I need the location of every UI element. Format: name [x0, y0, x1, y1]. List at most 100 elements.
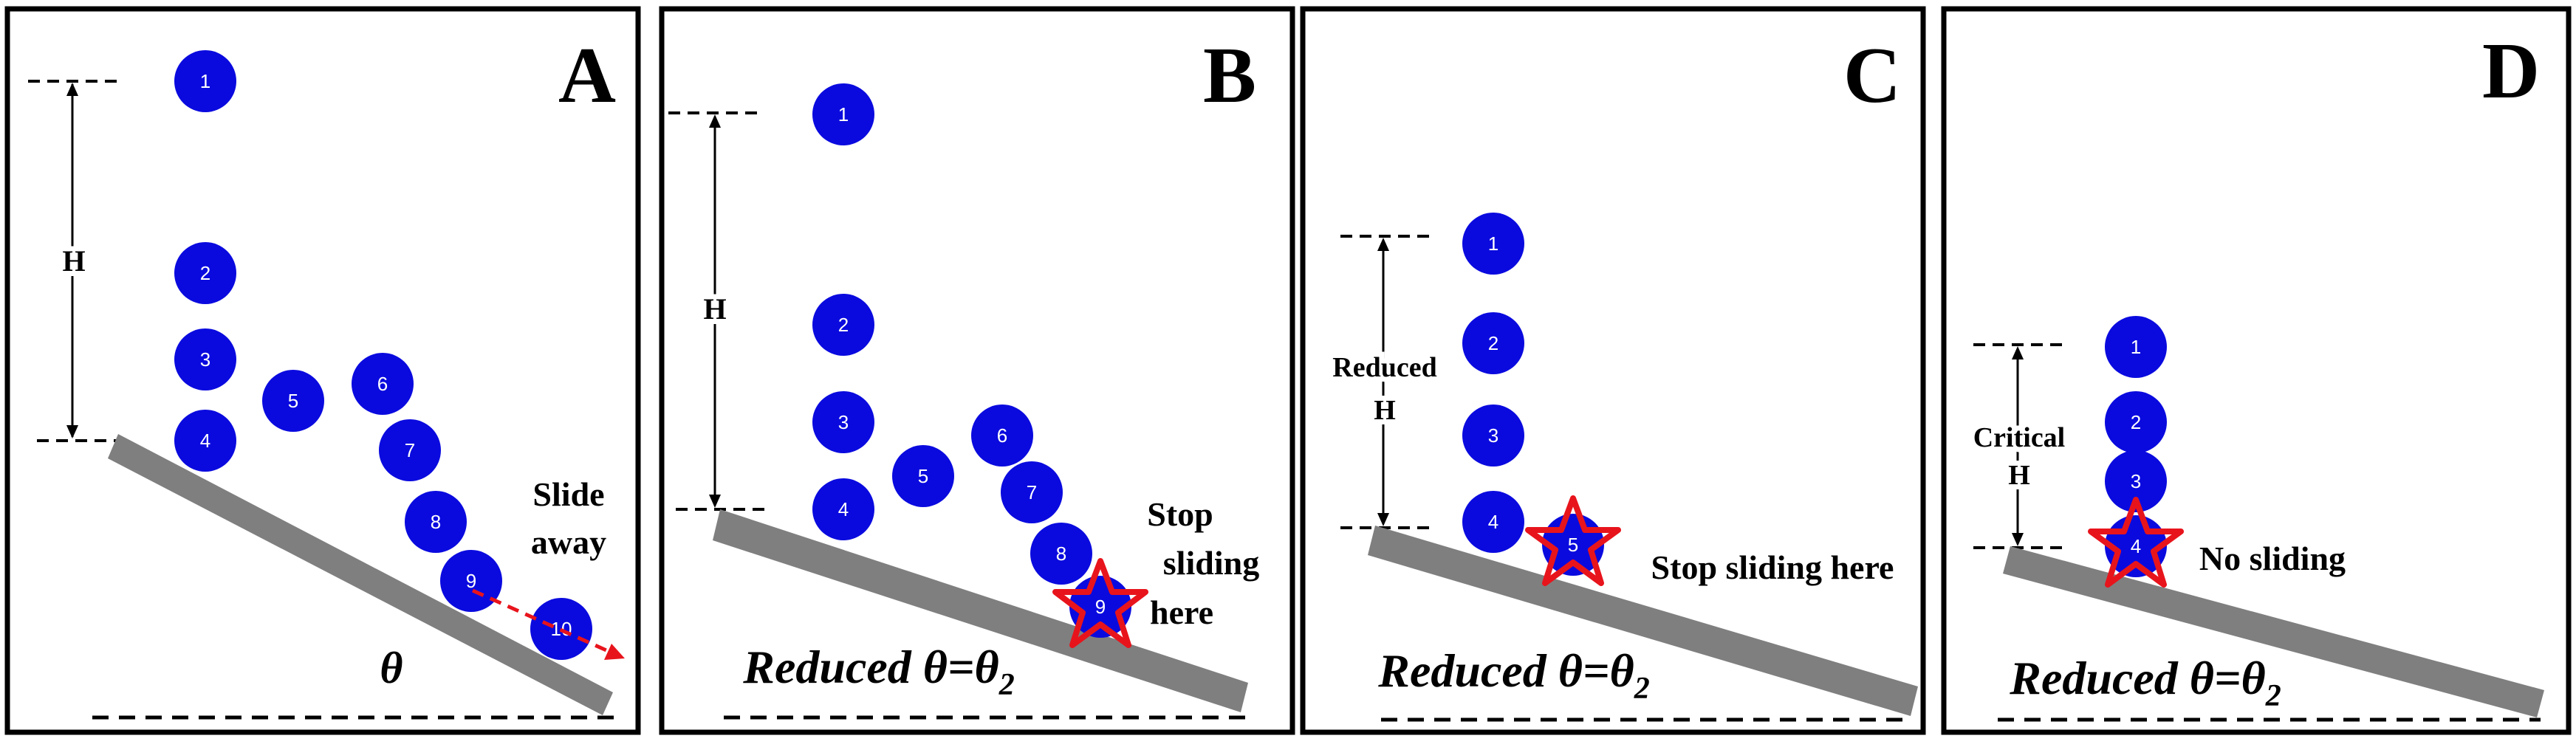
panel-c-height-label-line: Reduced	[1332, 352, 1436, 383]
panel-b-ball-label: 3	[838, 411, 849, 433]
panel-c-ball-label: 3	[1488, 424, 1498, 447]
panel-b-ball: 2	[812, 294, 874, 356]
panel-a-ball-label: 3	[200, 348, 210, 371]
panel-a-ball: 5	[262, 370, 324, 432]
panel-a-ball: 8	[405, 491, 467, 553]
panel-d-ball-label: 3	[2131, 470, 2141, 492]
panel-c-ball: 3	[1462, 405, 1524, 467]
panel-c-letter: C	[1843, 32, 1901, 120]
panel-a-ball-label: 5	[288, 390, 298, 412]
panel-c-angle-subscript: 2	[1634, 672, 1650, 706]
panel-c-frame	[1300, 6, 1926, 735]
panel-a-inclined-plane	[108, 434, 613, 715]
panel-b-inclined-plane	[713, 509, 1248, 712]
panel-a-angle-label: θ	[380, 644, 402, 692]
panel-b-ball-label: 9	[1095, 596, 1106, 618]
panel-a-height-arrow-head-bottom	[66, 425, 78, 438]
panel-d-no-slide-star	[2088, 497, 2184, 588]
panel-c-ball-label: 2	[1488, 332, 1498, 354]
panel-c-height-arrow-head-bottom	[1377, 513, 1389, 526]
panel-c-ball: 4	[1462, 491, 1524, 553]
panel-d-height-label-line: H	[2008, 460, 2030, 491]
panel-a-ball: 2	[174, 242, 236, 304]
panel-a-note-line: away	[531, 523, 606, 561]
panel-c-inclined-plane	[1368, 526, 1918, 716]
panel-c-ball-label: 5	[1568, 534, 1578, 556]
panel-b-ball: 3	[812, 391, 874, 453]
panel-b-note-line: Stop	[1147, 495, 1213, 533]
panel-a-slide-arrow	[471, 588, 614, 655]
panel-d-ball: 3	[2105, 450, 2167, 512]
panel-b-note-line: sliding	[1163, 544, 1259, 582]
panel-a-frame	[4, 6, 641, 735]
panel-d-ball-label: 1	[2131, 336, 2141, 358]
panel-a-ball-label: 2	[200, 262, 210, 284]
panel-a-ball: 9	[440, 550, 502, 612]
panel-c-ball-label: 4	[1488, 511, 1498, 533]
panel-c-stop-star	[1525, 495, 1621, 586]
panel-c-ball: 2	[1462, 312, 1524, 374]
panel-b-ball-label: 1	[838, 103, 849, 125]
panel-d-letter: D	[2482, 27, 2540, 115]
panel-b-ball-label: 6	[997, 424, 1007, 447]
panel-d-height-arrow-head-top	[2012, 346, 2024, 359]
panel-d-ball: 2	[2105, 391, 2167, 453]
panel-b-angle-text: Reduced θ=θ	[742, 641, 998, 693]
panel-a-height-label: H	[62, 244, 85, 278]
panel-b-ball: 7	[1001, 461, 1063, 523]
panel-d: D Critical H 1 2 3 4 No sliding Reduced …	[1941, 6, 2572, 735]
panel-a-ball-label: 6	[377, 373, 388, 395]
panel-d-angle-label: Reduced θ=θ2	[2009, 652, 2281, 713]
panel-d-angle-subscript: 2	[2265, 679, 2281, 713]
panel-b-height-arrow-head-bottom	[709, 495, 721, 508]
panel-d-ball: 1	[2105, 316, 2167, 378]
panel-b-ball-label: 4	[838, 498, 849, 520]
panel-b-note-line: here	[1150, 593, 1213, 631]
panel-b-height-label: H	[703, 292, 726, 326]
panel-d-frame	[1941, 6, 2572, 735]
panel-a-height-arrow-head-top	[66, 83, 78, 96]
panel-b-ball-label: 5	[918, 465, 928, 487]
panel-a-ball: 1	[174, 50, 236, 112]
panel-c-angle-label: Reduced θ=θ2	[1377, 644, 1649, 706]
panel-b-ball: 4	[812, 478, 874, 540]
panel-a-slide-arrow-head	[604, 644, 625, 660]
panel-b: B H 1 2 3 4 5 6 7 8 9 Stop sliding here …	[659, 6, 1295, 735]
panel-d-ball-label: 2	[2131, 411, 2141, 433]
panel-c-ball: 1	[1462, 213, 1524, 275]
panel-a-ball-label: 7	[405, 439, 415, 461]
panel-b-ball-label: 7	[1027, 481, 1037, 503]
panel-d-height-label-line: Critical	[1973, 422, 2066, 453]
panel-c-note-line: Stop sliding here	[1651, 548, 1894, 586]
panel-a-ball-label: 1	[200, 70, 210, 92]
panel-b-ball: 5	[892, 445, 954, 507]
panel-d-note-line: No sliding	[2199, 540, 2346, 577]
panel-a-ball: 6	[352, 353, 414, 415]
panel-b-ball: 6	[971, 405, 1033, 467]
panel-a-ball: 3	[174, 328, 236, 390]
panel-c-height-label-line: H	[1374, 395, 1396, 426]
panel-a-ball: 7	[379, 419, 441, 481]
panel-a-ball-label: 4	[200, 430, 210, 452]
panel-b-ball-label: 8	[1056, 543, 1066, 565]
panel-a-ball-label: 9	[466, 570, 476, 592]
panel-b-ball: 8	[1030, 523, 1092, 585]
panel-c-ball-label: 1	[1488, 233, 1498, 255]
panel-c-angle-text: Reduced θ=θ	[1377, 644, 1634, 697]
panel-a-letter: A	[558, 32, 616, 120]
panel-d-ball-label: 4	[2131, 535, 2141, 557]
panel-b-angle-label: Reduced θ=θ2	[742, 641, 1014, 702]
panel-c-height-arrow-head-top	[1377, 238, 1389, 251]
panel-b-height-arrow-head-top	[709, 114, 721, 128]
panel-b-stop-star	[1052, 558, 1148, 648]
panel-a-angle-text: θ	[380, 644, 402, 692]
panel-b-frame	[659, 6, 1295, 735]
panel-b-ball-label: 2	[838, 314, 849, 336]
panel-b-angle-subscript: 2	[998, 668, 1015, 702]
panel-a-note-line: Slide	[532, 475, 604, 513]
panel-c: C Reduced H 1 2 3 4 5 Stop sliding here …	[1300, 6, 1926, 735]
panel-b-ball: 1	[812, 83, 874, 145]
panel-b-letter: B	[1203, 32, 1256, 120]
panel-a: A H 1 2 3 4 5 6 7 8 9 10 Slide away θ	[4, 6, 641, 735]
